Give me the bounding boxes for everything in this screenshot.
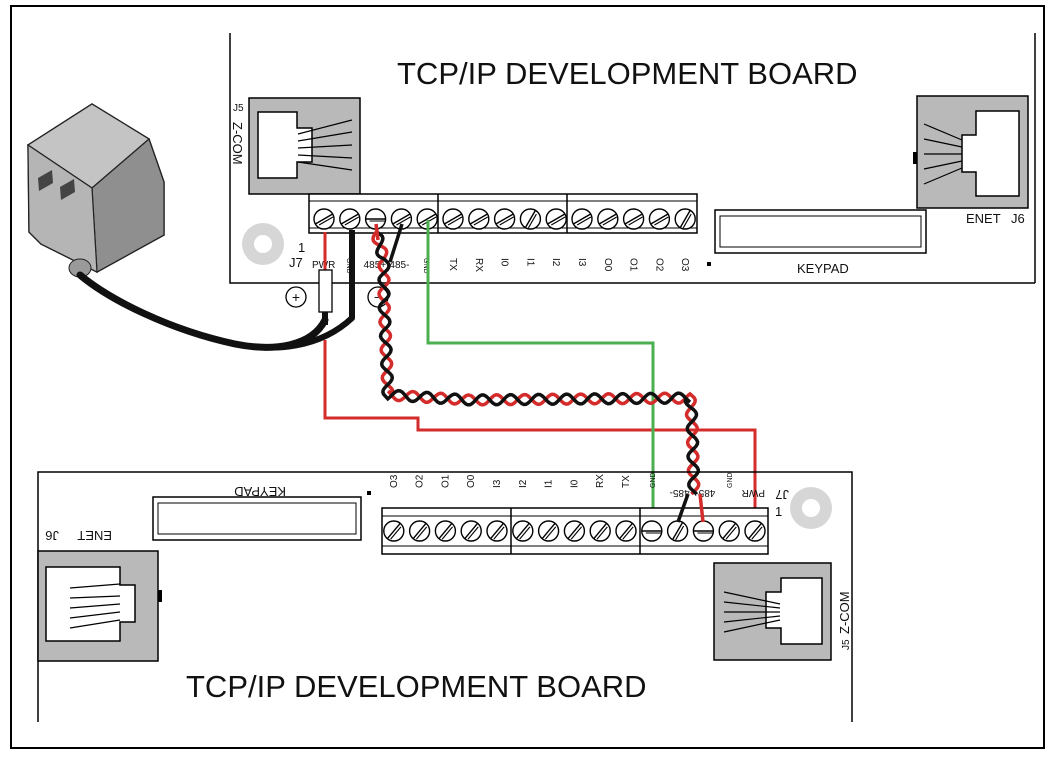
- top-pin-label: RX: [473, 258, 484, 272]
- bottom-pin-label: PWR: [742, 487, 765, 498]
- bottom-terminal-screw: [615, 520, 637, 542]
- bottom-pin-label: GND: [650, 472, 657, 488]
- bottom-pin-label: I1: [544, 479, 555, 488]
- top-terminal-screw: [597, 208, 619, 230]
- top-pin-label: O0: [602, 258, 613, 272]
- top-terminal-screw: [622, 208, 645, 230]
- bottom-pin-label: RX: [595, 474, 606, 488]
- top-terminal-screw: [468, 208, 490, 230]
- pwr-plug: [318, 232, 333, 325]
- red-power-wire: [323, 340, 757, 511]
- top-terminal-screw: [339, 208, 361, 230]
- top-terminal-screw: [674, 208, 696, 230]
- bottom-terminal-screw: [589, 520, 611, 542]
- svg-text:+: +: [292, 289, 300, 305]
- top-board-outline: [229, 33, 1035, 284]
- top-pin-label: O2: [653, 258, 664, 272]
- bottom-terminal-screw: [692, 520, 715, 542]
- top-zcom-jack: Z-COM J5: [230, 97, 361, 195]
- outer-frame: [10, 5, 1045, 749]
- top-terminal-screw: [545, 208, 567, 230]
- bottom-terminal-screw: [563, 520, 586, 542]
- bottom-pin-label: TX: [621, 475, 632, 488]
- bottom-pin-label: O1: [440, 474, 451, 488]
- top-terminal-screw: [519, 208, 542, 230]
- bottom-terminal-screw: [537, 520, 560, 542]
- top-pin-label: I0: [499, 258, 510, 267]
- bottom-terminal-screw: [641, 520, 663, 542]
- top-pin-label: O1: [628, 258, 639, 272]
- polarity-plus: +: [285, 286, 307, 308]
- bottom-pin-label: 485+: [693, 487, 716, 498]
- top-keypad-connector: KEYPAD: [707, 209, 927, 276]
- bottom-keypad-label: KEYPAD: [234, 484, 286, 499]
- bottom-zcom-label: Z-COM: [837, 591, 852, 634]
- bottom-red-lead: [698, 493, 705, 523]
- top-pin1-label: 1: [298, 240, 305, 255]
- bottom-pin-label: O0: [466, 474, 477, 488]
- bottom-terminal-screw: [383, 520, 405, 542]
- top-pin-label: O3: [679, 258, 690, 272]
- top-terminal-screw: [493, 208, 516, 230]
- top-enet-label: ENET: [966, 211, 1001, 226]
- bottom-zcom-ref: J5: [841, 639, 852, 650]
- top-terminal-screw: [364, 208, 387, 230]
- bottom-black-lead: [676, 493, 690, 523]
- rs485-twisted-pair: [371, 230, 701, 496]
- top-enet-jack: ENET J6: [913, 95, 1029, 226]
- top-keypad-label: KEYPAD: [797, 261, 849, 276]
- top-pin-label: GND: [422, 258, 429, 274]
- bottom-terminal-ref: J7: [775, 487, 789, 502]
- top-board-title: TCP/IP DEVELOPMENT BOARD: [397, 56, 858, 91]
- bottom-terminal-screw: [512, 520, 534, 542]
- bottom-pin-label: GND: [727, 472, 734, 488]
- power-adapter: [26, 103, 165, 278]
- top-zcom-label: Z-COM: [230, 122, 245, 165]
- top-terminal-screw: [313, 208, 335, 230]
- bottom-terminal-screw: [718, 520, 740, 542]
- bottom-keypad-connector: KEYPAD: [152, 484, 371, 541]
- green-gnd-wire: [426, 220, 655, 522]
- bottom-pin-label: I0: [569, 479, 580, 488]
- top-terminal-screw: [442, 208, 464, 230]
- bottom-terminal-screw: [744, 520, 766, 542]
- bottom-pin-label: I2: [518, 479, 529, 488]
- bottom-board: TCP/IP DEVELOPMENT BOARD ENET J6 KEYPAD: [37, 471, 853, 722]
- bottom-terminal-screw: [434, 520, 457, 542]
- top-terminal-screw: [571, 208, 593, 230]
- top-pin-label: I1: [524, 258, 535, 267]
- top-pin-label: I2: [550, 258, 561, 267]
- bottom-pin1-label: 1: [775, 504, 782, 519]
- top-board: TCP/IP DEVELOPMENT BOARD Z-COM J5: [229, 33, 1036, 284]
- bottom-pin-label: O3: [389, 474, 400, 488]
- bottom-pin-label: I3: [492, 479, 503, 488]
- top-zcom-ref: J5: [233, 103, 244, 114]
- top-pin-label: I3: [576, 258, 587, 267]
- bottom-enet-ref: J6: [45, 528, 59, 543]
- top-pin-label: GND: [345, 258, 352, 274]
- bottom-terminal-screw: [408, 520, 431, 542]
- bottom-pin-label: O2: [415, 474, 426, 488]
- top-pin-label: 485-: [389, 260, 409, 271]
- bottom-terminal-screw: [666, 520, 689, 542]
- bottom-pin-label: 485-: [670, 487, 690, 498]
- bottom-zcom-jack: Z-COM J5: [713, 562, 852, 661]
- bottom-enet-label: ENET: [77, 528, 112, 543]
- svg-text:−: −: [374, 289, 382, 305]
- bottom-terminal-screw: [486, 520, 508, 542]
- top-enet-ref: J6: [1011, 211, 1025, 226]
- top-pin-label: 485+: [364, 260, 387, 271]
- top-terminal-screw: [648, 208, 671, 230]
- top-terminal-ref: J7: [289, 255, 303, 270]
- bottom-board-title: TCP/IP DEVELOPMENT BOARD: [186, 669, 647, 704]
- bottom-terminal-screw: [460, 520, 482, 542]
- top-pin-label: TX: [447, 258, 458, 271]
- bottom-enet-jack: ENET J6: [37, 528, 162, 662]
